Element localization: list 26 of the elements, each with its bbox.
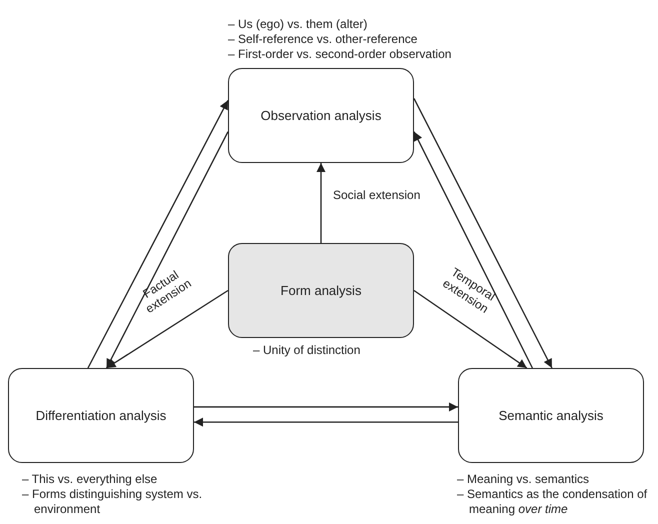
bullet-note: – This vs. everything else: [22, 472, 158, 487]
bullet-note: – First-order vs. second-order observation: [228, 47, 452, 62]
arrow: [194, 402, 458, 412]
edge-label: Social extension: [333, 189, 420, 203]
arrow: [106, 131, 229, 368]
process-box: [458, 368, 644, 463]
node-label: Semantic analysis: [498, 408, 604, 423]
bullet-note: – Self-reference vs. other-reference: [228, 32, 418, 47]
node-label: Form analysis: [280, 283, 362, 298]
arrow: [87, 100, 229, 368]
bullet-note: – Semantics as the condensation of meaning over time: [457, 487, 648, 517]
bullet-note: – Forms distinguishing system vs. environment: [22, 487, 204, 517]
arrow: [413, 98, 552, 368]
arrow: [194, 418, 458, 427]
arrow: [414, 290, 528, 369]
bullet-note: – Us (ego) vs. them (alter): [228, 17, 368, 32]
bullet-note: – Meaning vs. semantics: [457, 472, 590, 487]
process-box: [228, 243, 414, 338]
node-label: Differentiation analysis: [36, 408, 166, 423]
node-label: Observation analysis: [260, 108, 382, 123]
arrow: [316, 163, 326, 243]
arrow: [106, 290, 228, 369]
arrow: [413, 131, 533, 368]
bullet-note: – Unity of distinction: [253, 343, 362, 358]
process-box: [8, 368, 194, 463]
process-box: [228, 68, 414, 163]
